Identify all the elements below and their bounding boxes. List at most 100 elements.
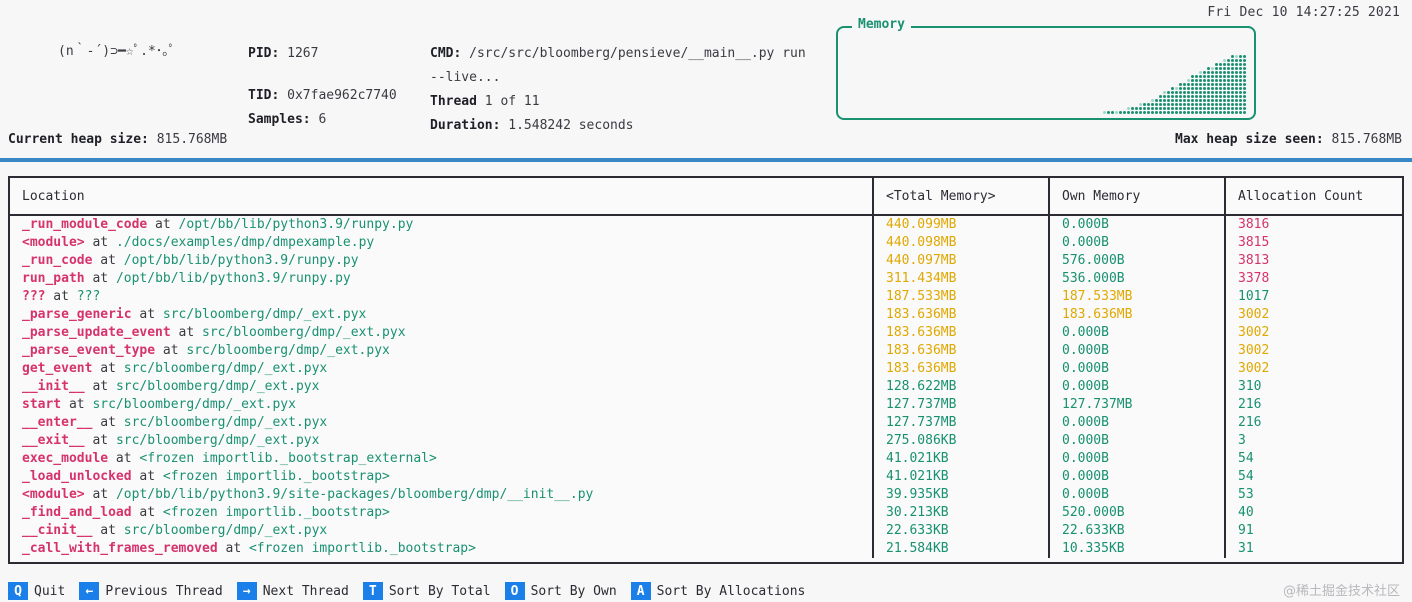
shortcut-key-quit[interactable]: Q: [8, 582, 28, 600]
sparkline-dot: [1235, 63, 1238, 66]
table-row[interactable]: _parse_generic at src/bloomberg/dmp/_ext…: [10, 306, 1402, 324]
sparkline-dot: [1179, 99, 1182, 102]
allocations-table[interactable]: Location <Total Memory> Own Memory Alloc…: [8, 176, 1404, 564]
file-path: src/bloomberg/dmp/_ext.pyx: [115, 433, 320, 448]
file-path: src/bloomberg/dmp/_ext.pyx: [186, 343, 390, 358]
table-row[interactable]: _run_module_code at /opt/bb/lib/python3.…: [10, 216, 1402, 234]
shortcut-label-sort-by-allocations[interactable]: Sort By Allocations: [656, 583, 806, 599]
table-row[interactable]: exec_module at <frozen importlib._bootst…: [10, 450, 1402, 468]
sparkline-dot: [1195, 75, 1198, 78]
sparkline-column: [1219, 63, 1222, 114]
table-row[interactable]: _call_with_frames_removed at <frozen imp…: [10, 540, 1402, 558]
shortcut-key-sort-by-allocations[interactable]: A: [630, 582, 651, 600]
sparkline-dot: [1163, 99, 1166, 102]
pid-row: PID: 1267: [248, 42, 397, 66]
cell-allocation-count: 310: [1238, 379, 1262, 394]
cell-own-memory: 0.000B: [1050, 450, 1226, 468]
sparkline-dot: [1199, 91, 1202, 94]
sparkline-dot: [1215, 63, 1218, 66]
sparkline-dot: [1235, 75, 1238, 78]
column-header-location[interactable]: Location: [10, 178, 874, 214]
sparkline-dot: [1195, 91, 1198, 94]
shortcut-label-sort-by-own[interactable]: Sort By Own: [530, 583, 617, 599]
function-name: ???: [22, 289, 46, 304]
table-row[interactable]: _load_unlocked at <frozen importlib._boo…: [10, 468, 1402, 486]
table-row[interactable]: _parse_update_event at src/bloomberg/dmp…: [10, 324, 1402, 342]
file-path: /opt/bb/lib/python3.9/runpy.py: [115, 271, 351, 286]
sparkline-dot: [1235, 95, 1238, 98]
shortcut-key-sort-by-total[interactable]: T: [362, 582, 383, 600]
column-header-own-memory[interactable]: Own Memory: [1050, 178, 1226, 214]
cell-location: <module> at /opt/bb/lib/python3.9/site-p…: [10, 486, 874, 504]
sparkline-dot: [1203, 83, 1206, 86]
sparkline-dot: [1223, 67, 1226, 70]
sparkline-dot: [1199, 83, 1202, 86]
sparkline-dot: [1219, 83, 1222, 86]
sparkline-dot: [1203, 87, 1206, 90]
sparkline-dot: [1123, 111, 1126, 114]
column-header-total-memory[interactable]: <Total Memory>: [874, 178, 1050, 214]
sparkline-dot: [1239, 71, 1242, 74]
sparkline-dot: [1231, 99, 1234, 102]
shortcut-label-next-thread[interactable]: Next Thread: [262, 583, 349, 599]
shortcut-label-sort-by-total[interactable]: Sort By Total: [388, 583, 491, 599]
cell-total-memory: 440.098MB: [874, 234, 1050, 252]
sparkline-dot: [1179, 87, 1182, 90]
sparkline-dot: [1191, 99, 1194, 102]
file-path: /opt/bb/lib/python3.9/site-packages/bloo…: [115, 487, 594, 502]
sparkline-column: [1175, 87, 1178, 114]
cell-location: __cinit__ at src/bloomberg/dmp/_ext.pyx: [10, 522, 874, 540]
cell-own-memory: 22.633KB: [1050, 522, 1226, 540]
shortcut-label-previous-thread[interactable]: Previous Thread: [105, 583, 223, 599]
sparkline-dot: [1203, 111, 1206, 114]
sparkline-dot: [1171, 99, 1174, 102]
sparkline-dot: [1211, 91, 1214, 94]
sparkline-dot: [1187, 79, 1190, 82]
table-row[interactable]: _run_code at /opt/bb/lib/python3.9/runpy…: [10, 252, 1402, 270]
shortcut-key-previous-thread[interactable]: ←: [79, 582, 100, 600]
table-row[interactable]: _find_and_load at <frozen importlib._boo…: [10, 504, 1402, 522]
sparkline-column: [1143, 103, 1146, 114]
cell-own-memory: 0.000B: [1050, 360, 1226, 378]
sparkline-dot: [1183, 111, 1186, 114]
cell-allocation-count: 54: [1238, 451, 1254, 466]
column-header-allocation-count[interactable]: Allocation Count: [1238, 188, 1364, 204]
memory-panel-title: Memory: [852, 17, 911, 32]
sparkline-dot: [1239, 83, 1242, 86]
sparkline-column: [1167, 91, 1170, 114]
sparkline-dot: [1175, 87, 1178, 90]
table-row[interactable]: <module> at /opt/bb/lib/python3.9/site-p…: [10, 486, 1402, 504]
sparkline-dot: [1163, 111, 1166, 114]
table-row[interactable]: <module> at ./docs/examples/dmp/dmpexamp…: [10, 234, 1402, 252]
shortcut-label-quit[interactable]: Quit: [34, 583, 66, 599]
cell-location: _call_with_frames_removed at <frozen imp…: [10, 540, 874, 558]
sparkline-dot: [1219, 107, 1222, 110]
shortcut-key-sort-by-own[interactable]: O: [504, 582, 525, 600]
at-keyword: at: [92, 253, 124, 268]
table-row[interactable]: __cinit__ at src/bloomberg/dmp/_ext.pyx 2…: [10, 522, 1402, 540]
ascii-art-logo: (n｀-´)⊃━☆ﾟ.*･｡ﾟ: [58, 44, 176, 59]
sparkline-dot: [1215, 67, 1218, 70]
sparkline-dot: [1227, 103, 1230, 106]
table-header-row: Location <Total Memory> Own Memory Alloc…: [10, 178, 1402, 216]
table-row[interactable]: _parse_event_type at src/bloomberg/dmp/_…: [10, 342, 1402, 360]
sparkline-dot: [1187, 111, 1190, 114]
cell-allocation-count: 1017: [1238, 289, 1270, 304]
sparkline-dot: [1199, 79, 1202, 82]
sparkline-dot: [1219, 99, 1222, 102]
sparkline-dot: [1243, 111, 1246, 114]
sparkline-dot: [1243, 67, 1246, 70]
shortcut-key-next-thread[interactable]: →: [236, 582, 257, 600]
file-path: src/bloomberg/dmp/_ext.pyx: [162, 307, 367, 322]
file-path: <frozen importlib._bootstrap_external>: [139, 451, 437, 466]
table-row[interactable]: run_path at /opt/bb/lib/python3.9/runpy.…: [10, 270, 1402, 288]
at-keyword: at: [217, 541, 249, 556]
sparkline-dot: [1187, 87, 1190, 90]
sparkline-dot: [1219, 87, 1222, 90]
